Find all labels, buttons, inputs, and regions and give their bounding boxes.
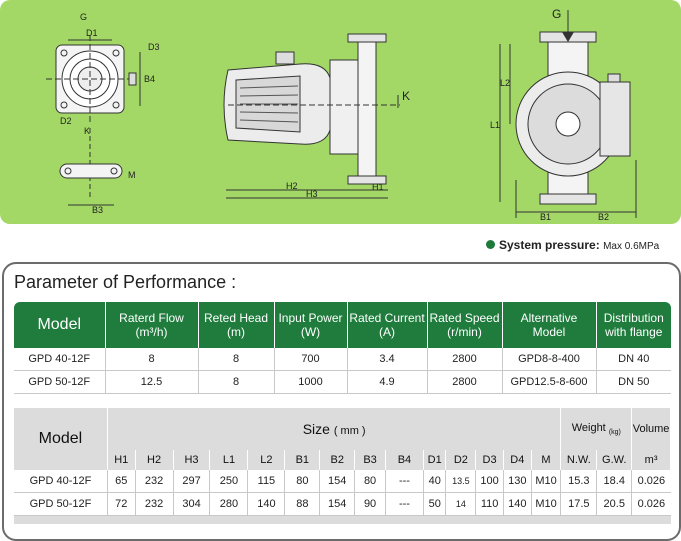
size-col-size: Size ( mm ) bbox=[107, 408, 562, 450]
label-h1: H1 bbox=[372, 182, 384, 192]
size-col-model: Model bbox=[14, 408, 108, 470]
label-b3: B3 bbox=[92, 205, 103, 215]
size-col-volume: Volume bbox=[631, 408, 671, 450]
pump-body-side bbox=[357, 39, 377, 181]
label-d3: D3 bbox=[148, 42, 160, 52]
label-b1: B1 bbox=[540, 212, 551, 222]
label-m: M bbox=[128, 170, 136, 180]
performance-table: Model Raterd Flow(m³/h) Reted Head(m) In… bbox=[14, 302, 671, 394]
label-b4: B4 bbox=[144, 74, 155, 84]
label-d2: D2 bbox=[60, 116, 72, 126]
label-g-front: G bbox=[552, 7, 561, 21]
col-rated-current: Rated Current(A) bbox=[347, 302, 428, 348]
performance-header-row: Model Raterd Flow(m³/h) Reted Head(m) In… bbox=[14, 302, 671, 348]
label-l2: L2 bbox=[500, 78, 510, 88]
system-pressure-value: Max 0.6MPa bbox=[603, 241, 660, 252]
technical-drawing-panel: G D1 D3 B4 D2 K M B3 H1 H2 H3 K G L1 L2 … bbox=[0, 0, 681, 224]
col-model: Model bbox=[14, 302, 106, 348]
size-header-row: Model Size ( mm ) Weight (kg) Volume bbox=[14, 408, 671, 470]
label-d1: D1 bbox=[86, 28, 98, 38]
pump-drawings: G D1 D3 B4 D2 K M B3 H1 H2 H3 K G L1 L2 … bbox=[46, 7, 637, 222]
bullet-icon bbox=[486, 240, 495, 249]
col-rated-head: Reted Head(m) bbox=[198, 302, 275, 348]
col-input-power: Input Power(W) bbox=[274, 302, 348, 348]
performance-title: Parameter of Performance : bbox=[14, 272, 237, 292]
label-k-bracket: K bbox=[84, 126, 90, 136]
label-l1: L1 bbox=[490, 120, 500, 130]
label-h2: H2 bbox=[286, 181, 298, 191]
label-k-side: K bbox=[402, 89, 410, 103]
label-g-flange: G bbox=[80, 12, 87, 22]
label-h3: H3 bbox=[306, 189, 318, 199]
col-rated-speed: Rated Speed(r/min) bbox=[427, 302, 503, 348]
size-col-weight: Weight (kg) bbox=[560, 408, 633, 450]
system-pressure: System pressure: Max 0.6MPa bbox=[486, 238, 659, 252]
performance-card: Parameter of Performance : Model Raterd … bbox=[2, 262, 681, 541]
system-pressure-label: System pressure: bbox=[499, 238, 600, 252]
label-b2: B2 bbox=[598, 212, 609, 222]
col-rated-flow: Raterd Flow(m³/h) bbox=[105, 302, 199, 348]
